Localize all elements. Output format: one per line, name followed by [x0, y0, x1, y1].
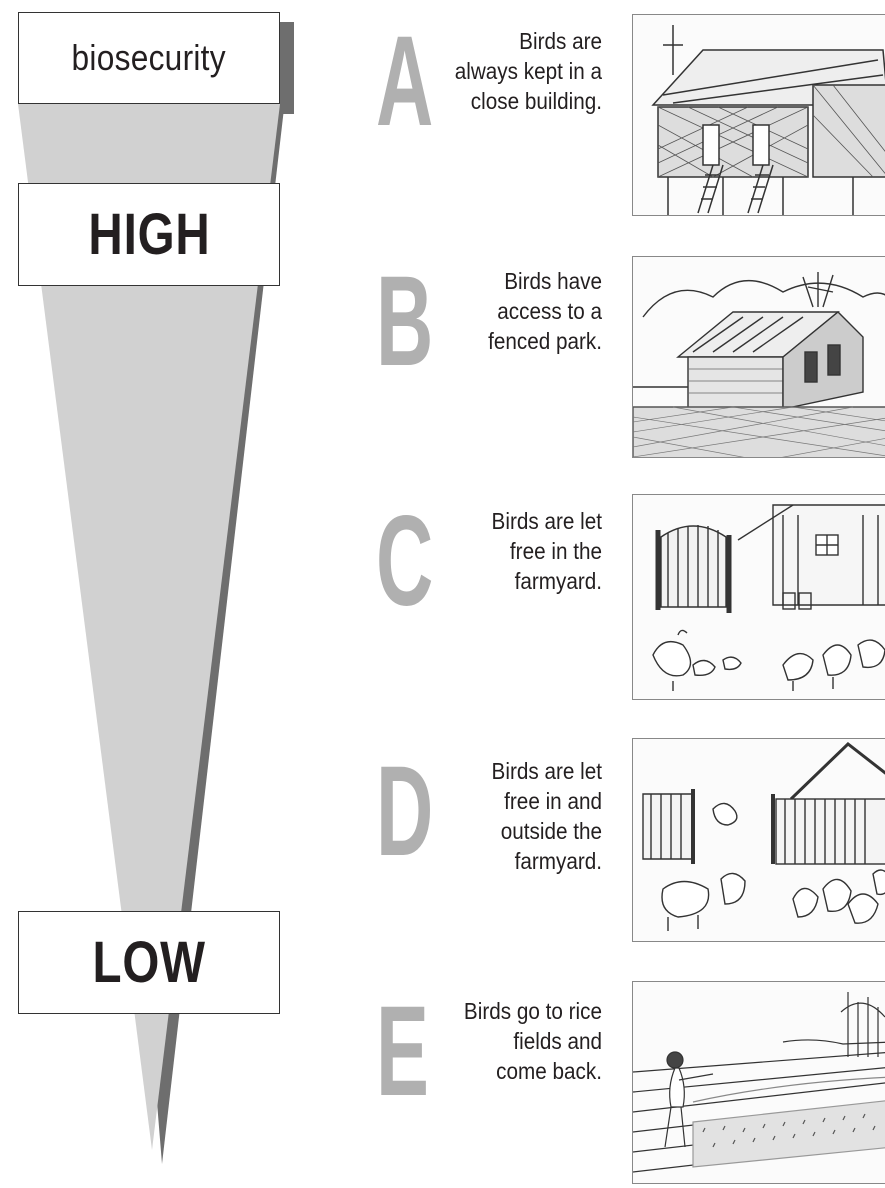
option-c: C Birds are let free in the farmyard.	[370, 498, 602, 698]
option-b: B Birds have access to a fenced park.	[370, 258, 602, 458]
option-description: Birds are always kept in a close buildin…	[431, 26, 602, 116]
farmyard-free-range-illustration	[632, 494, 885, 700]
option-description: Birds have access to a fenced park.	[431, 266, 602, 356]
option-letter: A	[376, 18, 433, 146]
option-letter: E	[376, 988, 429, 1116]
option-e: E Birds go to rice fields and come back.	[370, 988, 602, 1188]
rice-field-scavenging-illustration	[632, 981, 885, 1184]
high-label-box: HIGH	[18, 183, 280, 286]
low-label: LOW	[92, 929, 205, 996]
option-a: A Birds are always kept in a close build…	[370, 18, 602, 218]
option-d: D Birds are let free in and outside the …	[370, 748, 602, 948]
option-description: Birds are let free in and outside the fa…	[431, 756, 602, 876]
option-description: Birds go to rice fields and come back.	[431, 996, 602, 1086]
high-label: HIGH	[88, 201, 210, 268]
option-letter: C	[376, 498, 433, 626]
fenced-poultry-park-illustration	[632, 256, 885, 458]
biosecurity-title: biosecurity	[72, 37, 226, 79]
biosecurity-title-box: biosecurity	[18, 12, 280, 104]
in-and-out-farmyard-illustration	[632, 738, 885, 942]
title-box-shadow	[280, 22, 294, 114]
option-description: Birds are let free in the farmyard.	[431, 506, 602, 596]
option-letter: D	[376, 748, 433, 876]
option-letter: B	[376, 258, 433, 386]
poultry-house-on-stilts-illustration	[632, 14, 885, 216]
low-label-box: LOW	[18, 911, 280, 1014]
